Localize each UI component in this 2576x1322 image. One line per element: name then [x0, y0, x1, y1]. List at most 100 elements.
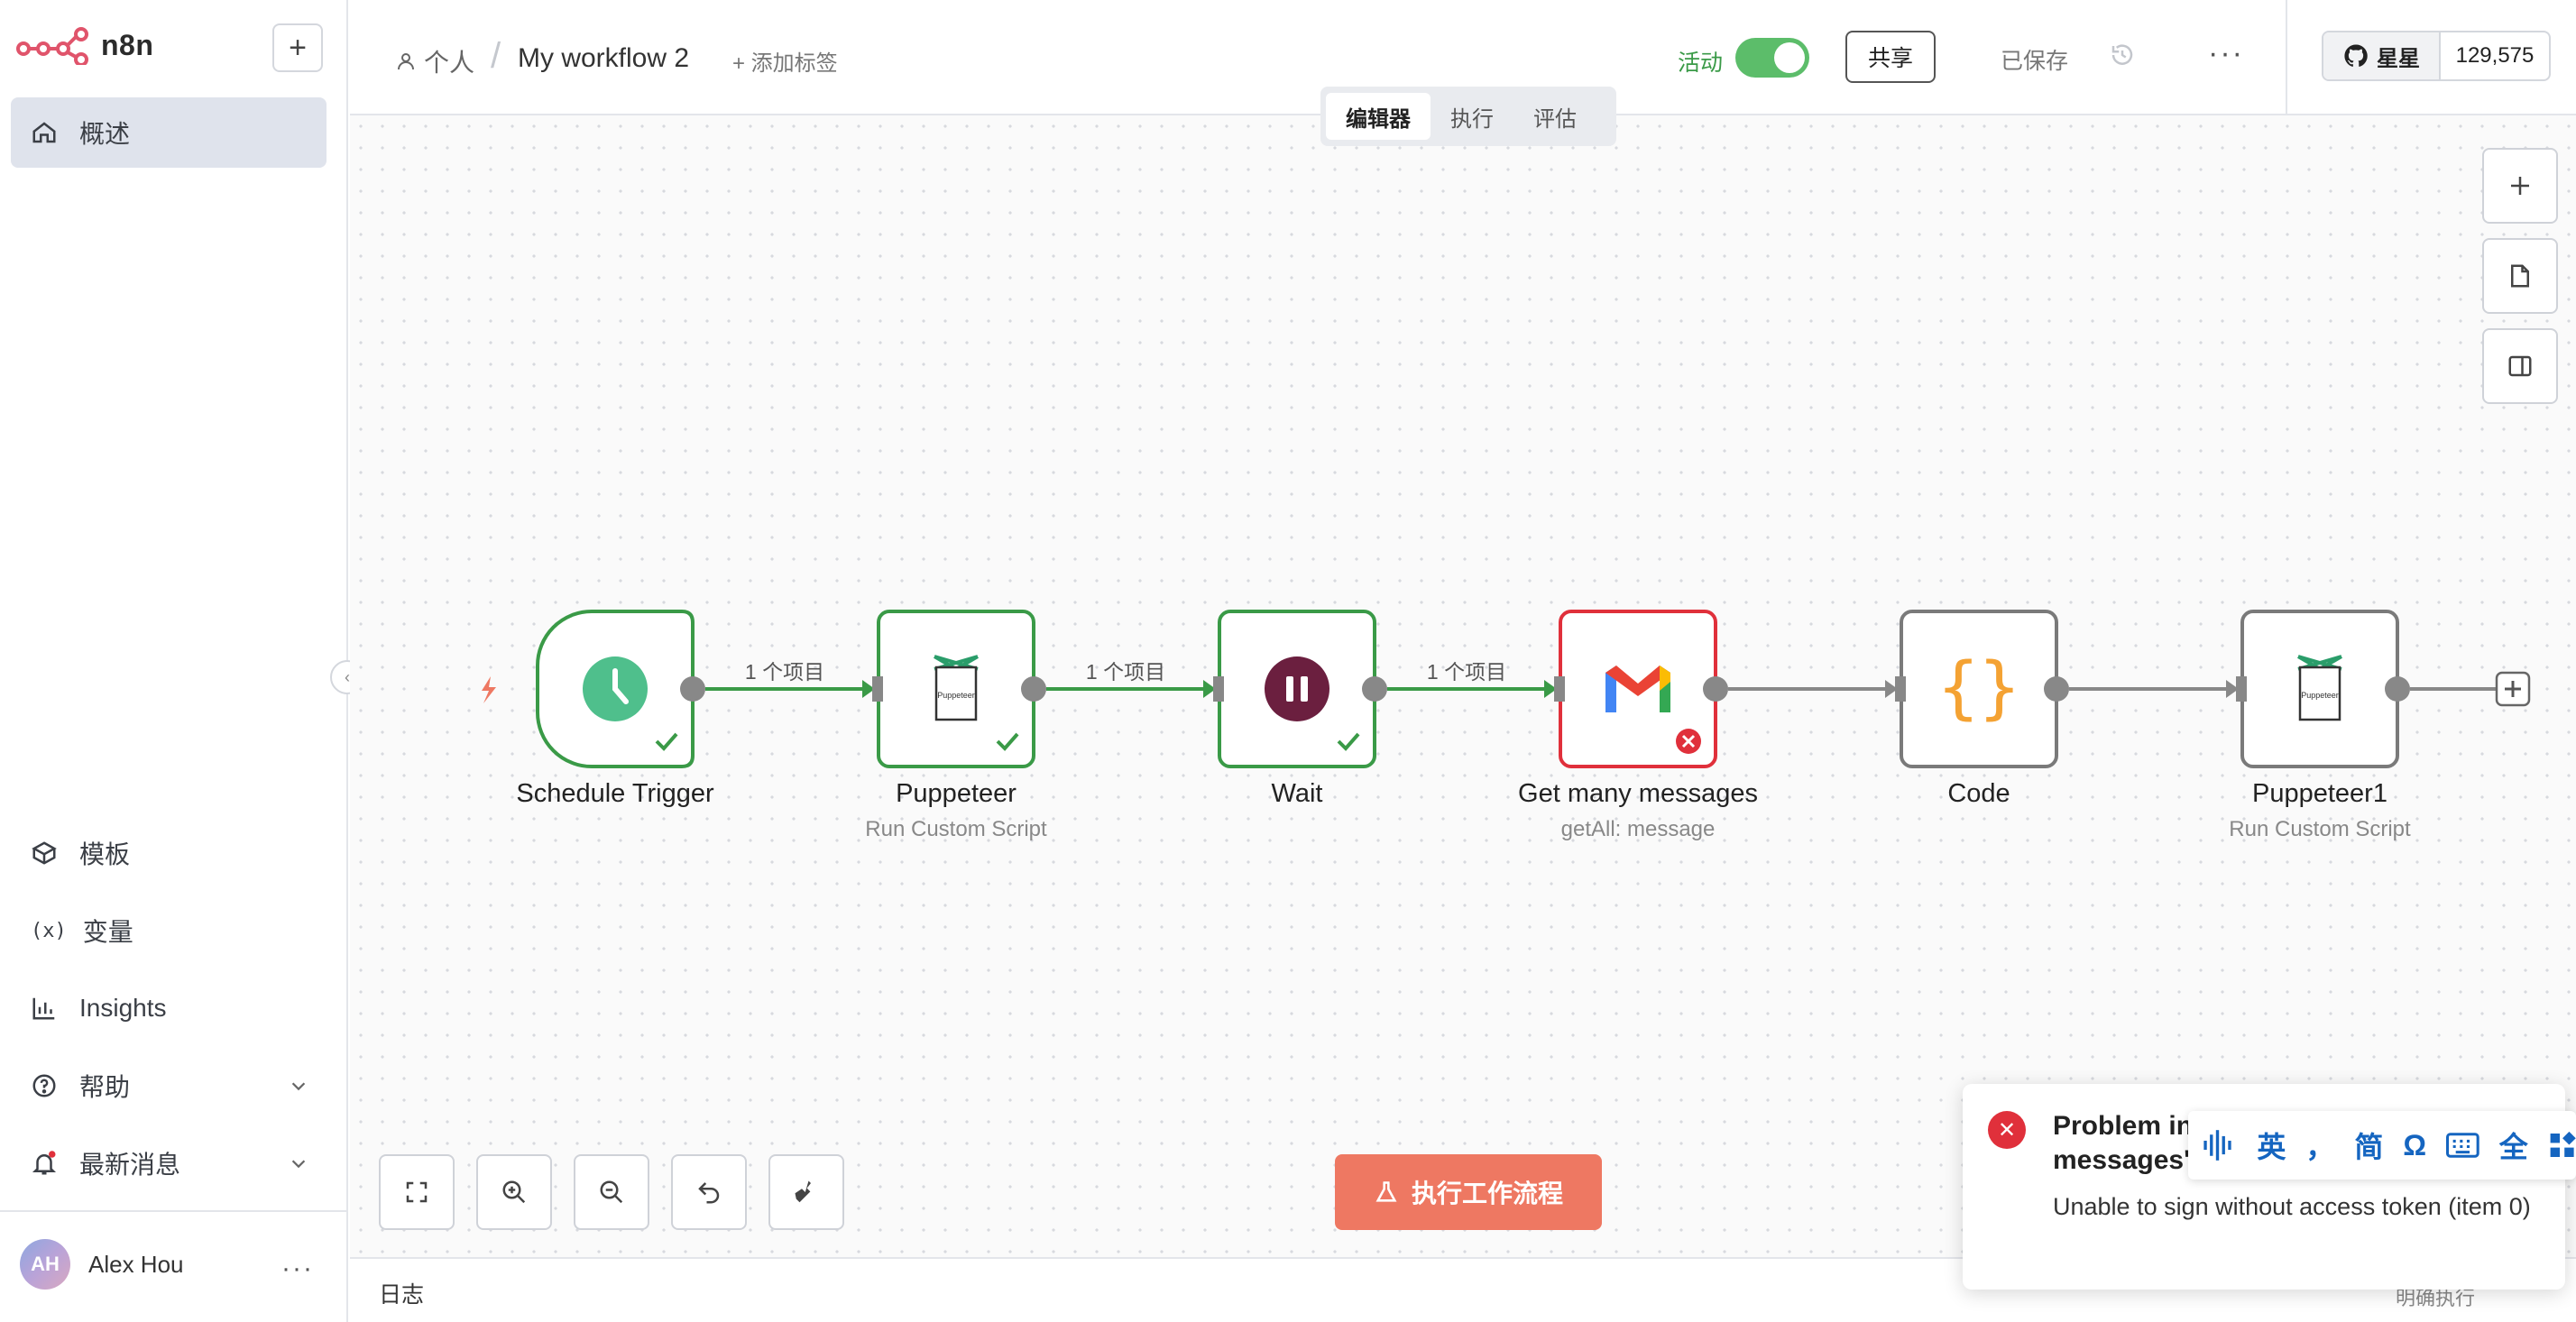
chevron-down-icon [291, 1082, 306, 1091]
sticky-note-icon [2511, 264, 2529, 288]
github-star-label-box: 星星 [2323, 32, 2441, 79]
workflow-node[interactable]: Puppeteer [877, 610, 1035, 768]
undo-icon [698, 1182, 720, 1204]
n8n-logo-icon [16, 27, 88, 65]
workflow-name[interactable]: My workflow 2 [518, 43, 690, 73]
toggle-panel-button[interactable] [2482, 328, 2558, 404]
project-name: 个人 [424, 49, 475, 77]
ime-fullwidth[interactable]: 全 [2498, 1131, 2528, 1163]
app-name: n8n [101, 28, 154, 61]
zoom-in-button[interactable] [476, 1154, 552, 1230]
execute-workflow-button[interactable]: 执行工作流程 [1335, 1154, 1602, 1230]
gmail-icon [1605, 666, 1670, 712]
tab-evaluations[interactable]: 评估 [1533, 106, 1577, 132]
create-new-button[interactable]: + [272, 23, 323, 72]
node-title[interactable]: Puppeteer1 [2252, 779, 2387, 808]
toast-message: Unable to sign without access token (ite… [2053, 1193, 2531, 1220]
output-handle [1021, 676, 1046, 702]
node-title[interactable]: Wait [1271, 779, 1323, 808]
input-handle [872, 676, 883, 702]
add-sticky-note-button[interactable] [2482, 238, 2558, 314]
share-button[interactable]: 共享 [1845, 31, 1936, 83]
clear-execution-button[interactable] [768, 1154, 844, 1230]
sidebar-item-templates[interactable]: 模板 [31, 826, 130, 880]
active-toggle[interactable] [1735, 38, 1809, 78]
error-badge-icon [1676, 729, 1701, 754]
edge-arrow [1544, 680, 1557, 698]
edge-label: 1 个项目 [744, 660, 825, 684]
ime-simplified[interactable]: 简 [2354, 1131, 2384, 1163]
sidebar-item-label: 最新消息 [79, 1151, 181, 1179]
code-braces-icon: {} [1937, 647, 2020, 727]
node-subtitle: Run Custom Script [865, 817, 1047, 841]
sidebar-item-whats-new[interactable]: 最新消息 [31, 1136, 306, 1190]
svg-text:{}: {} [1937, 647, 2020, 727]
add-node-button[interactable] [2482, 148, 2558, 224]
sidebar-item-variables[interactable]: (x) 变量 [31, 904, 133, 958]
zoom-in-icon [502, 1180, 526, 1204]
add-next-node-icon[interactable] [2495, 671, 2531, 707]
node-subtitle: Run Custom Script [2229, 817, 2411, 841]
log-label: 日志 [379, 1282, 425, 1308]
sidebar-item-help[interactable]: 帮助 [31, 1059, 306, 1113]
node-title[interactable]: Code [1947, 779, 2010, 808]
workflow-node[interactable] [1559, 610, 1717, 768]
plus-icon [2511, 177, 2529, 195]
ime-lang[interactable]: 英 [2257, 1131, 2286, 1163]
workflow-node[interactable] [1218, 610, 1376, 768]
avatar: AH [20, 1239, 70, 1290]
edge-label: 1 个项目 [1085, 660, 1166, 684]
bell-icon [32, 1151, 57, 1175]
ime-menu-icon[interactable] [2548, 1130, 2576, 1161]
variable-icon: (x) [31, 919, 67, 942]
sidebar-item-label: 模板 [79, 840, 131, 868]
plus-icon: + [289, 30, 307, 65]
node-title[interactable]: Schedule Trigger [516, 779, 714, 808]
zoom-out-button[interactable] [574, 1154, 649, 1230]
history-icon[interactable] [2109, 41, 2136, 69]
keyboard-icon[interactable] [2446, 1132, 2479, 1159]
sidebar-item-label: 概述 [79, 120, 131, 148]
tab-executions[interactable]: 执行 [1450, 106, 1494, 132]
workflow-canvas[interactable]: Puppeteer {} Puppeteer Schedule Trigger Pup… [350, 115, 2576, 1257]
node-title[interactable]: Get many messages [1518, 779, 1758, 808]
sidebar-item-overview[interactable]: 概述 [11, 97, 327, 168]
log-right-text[interactable]: 明确执行 [2396, 1287, 2476, 1309]
more-options-icon[interactable]: ··· [2208, 36, 2244, 70]
fit-view-button[interactable] [379, 1154, 455, 1230]
saved-status: 已保存 [2001, 49, 2069, 74]
sidebar-item-insights[interactable]: Insights [31, 981, 167, 1035]
node-title[interactable]: Puppeteer [896, 779, 1017, 808]
add-tag-link[interactable]: + 添加标签 [732, 51, 838, 76]
chevron-left-icon: ‹ [345, 667, 350, 686]
output-handle [1362, 676, 1387, 702]
ime-punct[interactable]: ， [2305, 1131, 2335, 1163]
puppeteer-logo-text: Puppeteer [2301, 691, 2339, 700]
github-star-button[interactable]: 星星 129,575 [2322, 31, 2551, 81]
ime-symbol[interactable]: Ω [2403, 1128, 2427, 1161]
ime-toolbar[interactable]: 英 ， 简 Ω 全 [2188, 1111, 2576, 1180]
edge-arrow [2226, 680, 2239, 698]
workflow-node[interactable]: Puppeteer [2240, 610, 2399, 768]
reset-zoom-button[interactable] [671, 1154, 747, 1230]
panel-icon [2508, 355, 2532, 377]
user-more-icon[interactable]: ··· [281, 1253, 314, 1283]
workflow-node[interactable] [536, 610, 695, 768]
edge-arrow [862, 680, 875, 698]
github-star-count: 129,575 [2455, 43, 2535, 68]
box-icon [32, 841, 57, 865]
puppeteer-logo-text: Puppeteer [937, 691, 975, 700]
n8n-logo[interactable]: n8n [16, 25, 153, 65]
pause-icon [1265, 656, 1329, 721]
user-menu[interactable]: AH Alex Hou [20, 1239, 184, 1290]
edge-label: 1 个项目 [1426, 660, 1507, 684]
edge-arrow [1203, 680, 1216, 698]
tab-editor[interactable]: 编辑器 [1326, 93, 1431, 140]
output-handle [2385, 676, 2410, 702]
workflow-node[interactable]: {} [1900, 610, 2058, 768]
puppeteer-icon: Puppeteer [933, 655, 980, 721]
voice-icon[interactable] [2201, 1125, 2237, 1165]
home-icon [32, 122, 56, 143]
help-icon [32, 1074, 56, 1097]
breadcrumb-project[interactable]: 个人 [395, 43, 474, 79]
